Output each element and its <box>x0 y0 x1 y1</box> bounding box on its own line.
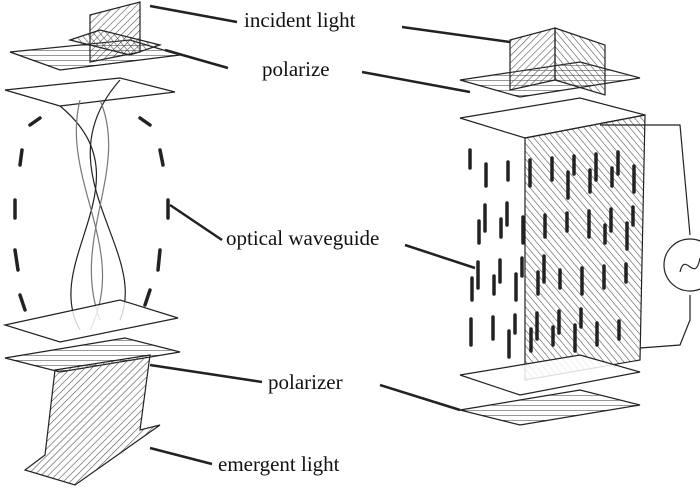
emergent-light-arrow <box>23 354 161 486</box>
leader-lines <box>149 4 511 466</box>
left-dashes <box>13 116 170 312</box>
left-bottom-polarizer <box>4 337 181 373</box>
right-top-polarizer <box>459 27 641 98</box>
left-top-plate <box>4 77 176 107</box>
molecule-dash <box>138 116 152 127</box>
right-waveguide-column <box>524 114 646 381</box>
molecule-dash <box>18 148 24 167</box>
label-emergent-light: emergent light <box>218 452 340 476</box>
right-bottom-polarizer <box>459 389 641 426</box>
label-polarizer: polarizer <box>268 370 343 394</box>
left-top-polarizer <box>9 1 181 71</box>
molecule-dash <box>13 248 20 272</box>
molecule-dash <box>158 148 165 167</box>
right-dashes <box>468 148 636 359</box>
label-polarize: polarize <box>262 57 330 81</box>
molecule-dash <box>28 116 42 127</box>
molecule-dash <box>18 293 27 312</box>
label-incident-light: incident light <box>244 8 356 32</box>
ac-source-icon <box>663 238 700 292</box>
left-twisted-waveguide <box>59 79 126 331</box>
ac-circuit <box>600 124 700 349</box>
left-bottom-plate <box>2 299 179 343</box>
molecule-dash <box>156 248 162 272</box>
label-optical-waveguide: optical waveguide <box>226 226 380 250</box>
molecule-dash <box>143 288 152 307</box>
right-bottom-plate <box>459 354 641 396</box>
